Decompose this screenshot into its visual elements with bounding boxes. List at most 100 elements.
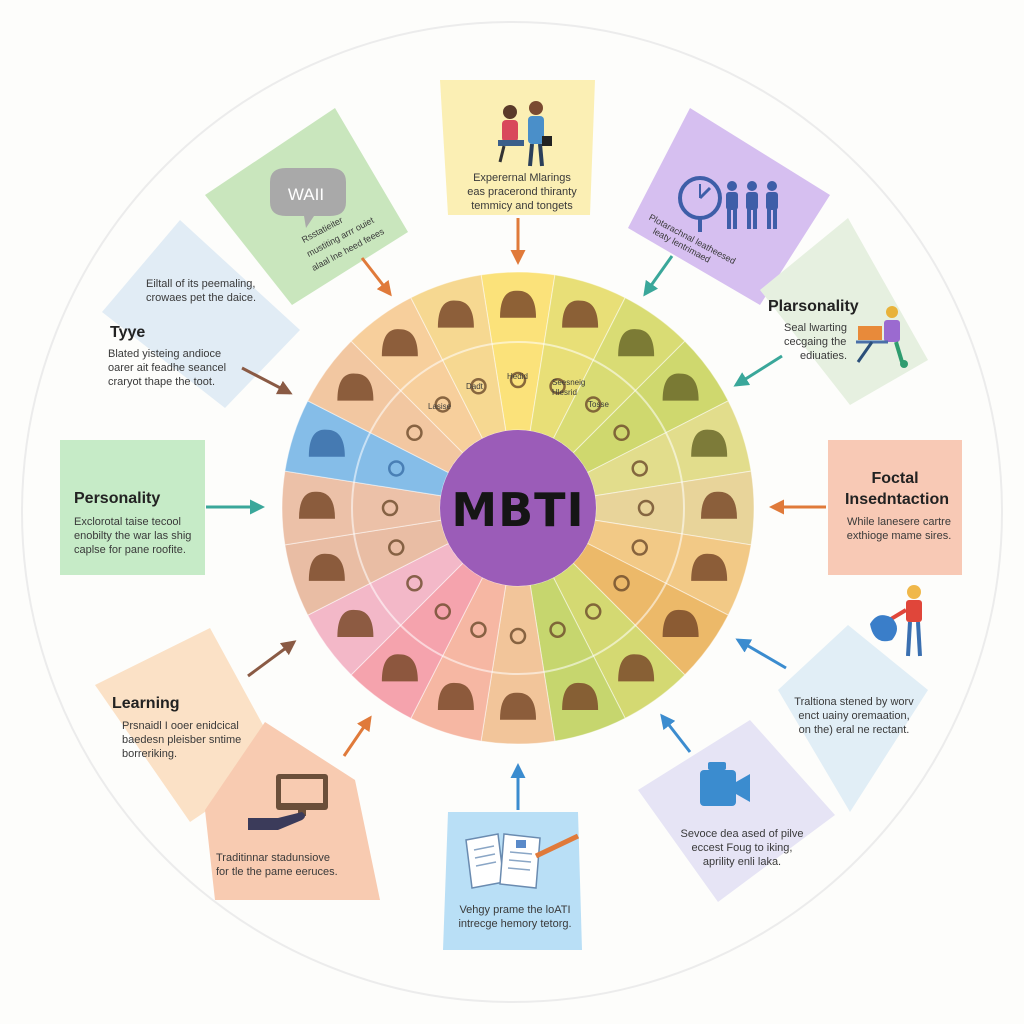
arrow-right-lower xyxy=(735,638,787,670)
panel-upper-left-text-2: oarer ait feadhe seancel xyxy=(108,362,227,374)
wheel-trait-icon xyxy=(437,300,474,328)
wheel-inner-icon xyxy=(406,574,423,592)
panel-top-text-2: eas pracerond thiranty xyxy=(467,186,577,198)
wheel-label-f: Tosse xyxy=(588,400,609,409)
wheel-trait-icon xyxy=(662,609,699,637)
panel-upper-left-text-0a: Eiltall of its peemaling, xyxy=(146,278,256,290)
wheel-inner-icon xyxy=(549,378,566,395)
wheel-trait-icon xyxy=(381,329,418,357)
panel-right-lower-text-3: on the) eral ne rectant. xyxy=(798,724,910,736)
panel-upper-left-text-3: craryot thape the toot. xyxy=(108,376,216,388)
wheel-trait-icon xyxy=(562,682,599,710)
panel-left-text-3: caplse for pane roofite. xyxy=(74,544,186,556)
wheel-inner-icon xyxy=(470,621,487,638)
wheel-trait-icon xyxy=(691,553,728,581)
panel-left-heading: Personality xyxy=(74,490,161,507)
wheel-inner-icon xyxy=(613,424,630,442)
panel-bottom-left-text-2: for tle the pame eeruces. xyxy=(216,866,338,878)
panel-right-upper-text-1: Seal lwarting xyxy=(784,322,847,334)
panel-lower-left-text-1: Prsnaidl I ooer enidcical xyxy=(122,720,239,732)
panel-bottom-right-text-2: eccest Foug to iking, xyxy=(691,842,793,854)
wheel-inner-icon xyxy=(434,603,452,620)
panel-upper-left-text-1: Blated yisteing andioce xyxy=(108,348,222,360)
wheel-trait-icon xyxy=(299,491,335,519)
center-label: MBTI xyxy=(451,483,585,537)
arrow-right-upper xyxy=(733,354,783,387)
panel-right-text-2: exthioge mame sires. xyxy=(846,530,952,542)
panel-bottom-right-text-3: aprility enli laka. xyxy=(702,856,782,868)
panel-left-text-1: Exclorotal taise tecool xyxy=(74,516,181,528)
wheel-trait-icon xyxy=(701,491,737,519)
panel-bottom-text-1: Vehgy prame the loATI xyxy=(459,904,571,916)
panel-top-text-3: temmicy and tongets xyxy=(471,200,573,212)
panel-bottom-right-text-1: Sevoce dea ased of pilve xyxy=(680,828,804,840)
panel-right xyxy=(828,440,962,575)
wheel-inner-icon xyxy=(584,603,602,620)
video-camera-icon xyxy=(700,762,750,806)
center-circle xyxy=(440,430,596,586)
panel-left xyxy=(60,440,205,575)
wheel-label-c: Hedid xyxy=(507,372,528,381)
wheel-trait-icon xyxy=(437,682,474,710)
mbti-wheel xyxy=(281,271,755,745)
wheel-inner-icon xyxy=(388,460,405,477)
speech-bubble-text: WAII xyxy=(288,185,324,204)
wheel-trait-icon xyxy=(381,654,418,682)
wheel-trait-icon xyxy=(500,692,536,720)
wheel-inner-icon xyxy=(434,396,452,413)
wheel-trait-icon xyxy=(662,373,699,401)
panel-right-text-1: While lanesere cartre xyxy=(847,516,951,528)
panel-right-lower-text-2: enct uainy oremaation, xyxy=(798,710,910,722)
wheel-inner-icon xyxy=(470,378,487,395)
wheel-inner-icon xyxy=(381,499,399,517)
panel-right-upper-text-3: ediuaties. xyxy=(800,350,848,362)
wheel-trait-icon xyxy=(562,300,599,328)
arrow-top-left xyxy=(360,257,392,297)
panel-top xyxy=(440,80,595,215)
panel-left-text-2: enobilty the war las shig xyxy=(74,530,192,542)
arrow-bottom-right xyxy=(660,713,692,753)
wheel-inner-icon xyxy=(637,499,655,517)
wheel-trait-icon xyxy=(308,553,345,581)
panel-upper-left xyxy=(102,220,300,408)
arrow-top-right xyxy=(643,255,674,297)
panel-right-upper-text-2: cecgaing the xyxy=(784,336,847,348)
people-meeting-icon xyxy=(498,101,552,167)
wheel-trait-icon xyxy=(500,290,536,318)
panel-right-upper xyxy=(760,218,928,405)
arrow-bottom-left xyxy=(342,715,372,757)
outer-ring xyxy=(21,21,1003,1003)
wheel-inner-icon xyxy=(509,371,527,389)
person-cleaning-icon xyxy=(870,585,922,657)
wheel-trait-icon xyxy=(691,429,728,457)
panel-top-text-1: Experernal Mlarings xyxy=(473,172,571,184)
speech-bubble-icon: WAII xyxy=(270,168,346,228)
panel-bottom-left xyxy=(205,722,380,900)
panel-lower-left-heading: Learning xyxy=(112,695,180,712)
panel-upper-left-text-0b: crowaes pet the daice. xyxy=(146,292,257,304)
wheel-trait-icon xyxy=(308,429,345,457)
arrow-lower-left xyxy=(247,640,297,678)
panel-right-upper-heading: Plarsonality xyxy=(768,298,859,315)
wheel-trait-icon xyxy=(618,654,655,682)
panel-right-lower-text-1: Traltiona stened by worv xyxy=(794,696,914,708)
wheel-inner-icon xyxy=(613,574,630,592)
documents-pen-icon xyxy=(465,833,580,889)
wheel-inner-icon xyxy=(631,539,648,556)
panel-right-lower xyxy=(778,625,928,812)
panel-upper-left-heading: Tyye xyxy=(110,324,146,341)
wheel-inner-icon xyxy=(509,627,527,645)
wheel-middle-ring xyxy=(351,341,685,675)
wheel-inner-icon xyxy=(388,539,405,556)
wheel-label-e: Hlesrid xyxy=(552,388,577,397)
panel-lower-left-text-3: borreriking. xyxy=(122,748,178,760)
panel-right-heading-2: Insedntaction xyxy=(844,491,949,508)
wheel-inner-icon xyxy=(549,621,566,638)
wheel-trait-icon xyxy=(337,609,374,637)
panel-right-heading-1: Foctal xyxy=(871,470,919,487)
wheel-inner-icon xyxy=(406,424,423,442)
wheel-inner-icon xyxy=(631,460,648,477)
wheel-inner-icon xyxy=(584,396,602,413)
wheel-label-b: Dadt xyxy=(466,382,483,391)
